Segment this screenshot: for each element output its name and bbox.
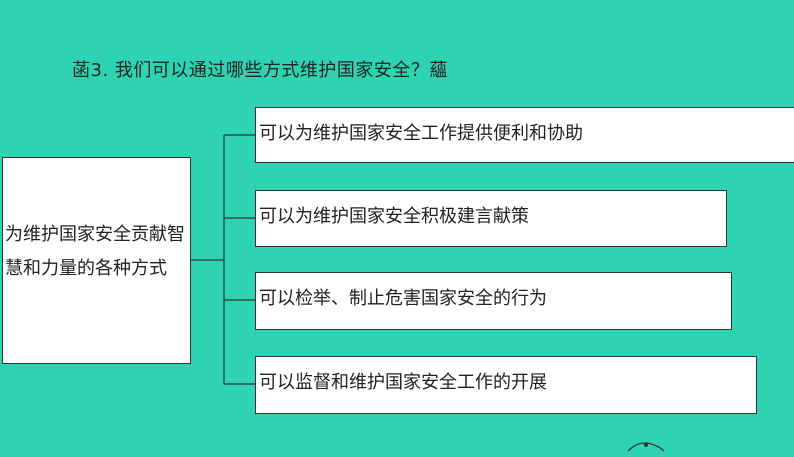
branch-box-4: 可以监督和维护国家安全工作的开展: [255, 356, 757, 414]
decoration-icon: [627, 442, 665, 452]
branch-box-2: 可以为维护国家安全积极建言献策: [255, 190, 727, 247]
question-title: 菡3. 我们可以通过哪些方式维护国家安全？蘊: [72, 60, 448, 81]
branch-box-1: 可以为维护国家安全工作提供便利和协助: [255, 107, 794, 163]
bracket-connector: [191, 134, 255, 385]
root-box: 为维护国家安全贡献智慧和力量的各种方式: [2, 157, 191, 364]
slide: 菡3. 我们可以通过哪些方式维护国家安全？蘊 为维护国家安全贡献智慧和力量的各种…: [2, 60, 794, 452]
branch-box-3: 可以检举、制止危害国家安全的行为: [255, 272, 732, 330]
